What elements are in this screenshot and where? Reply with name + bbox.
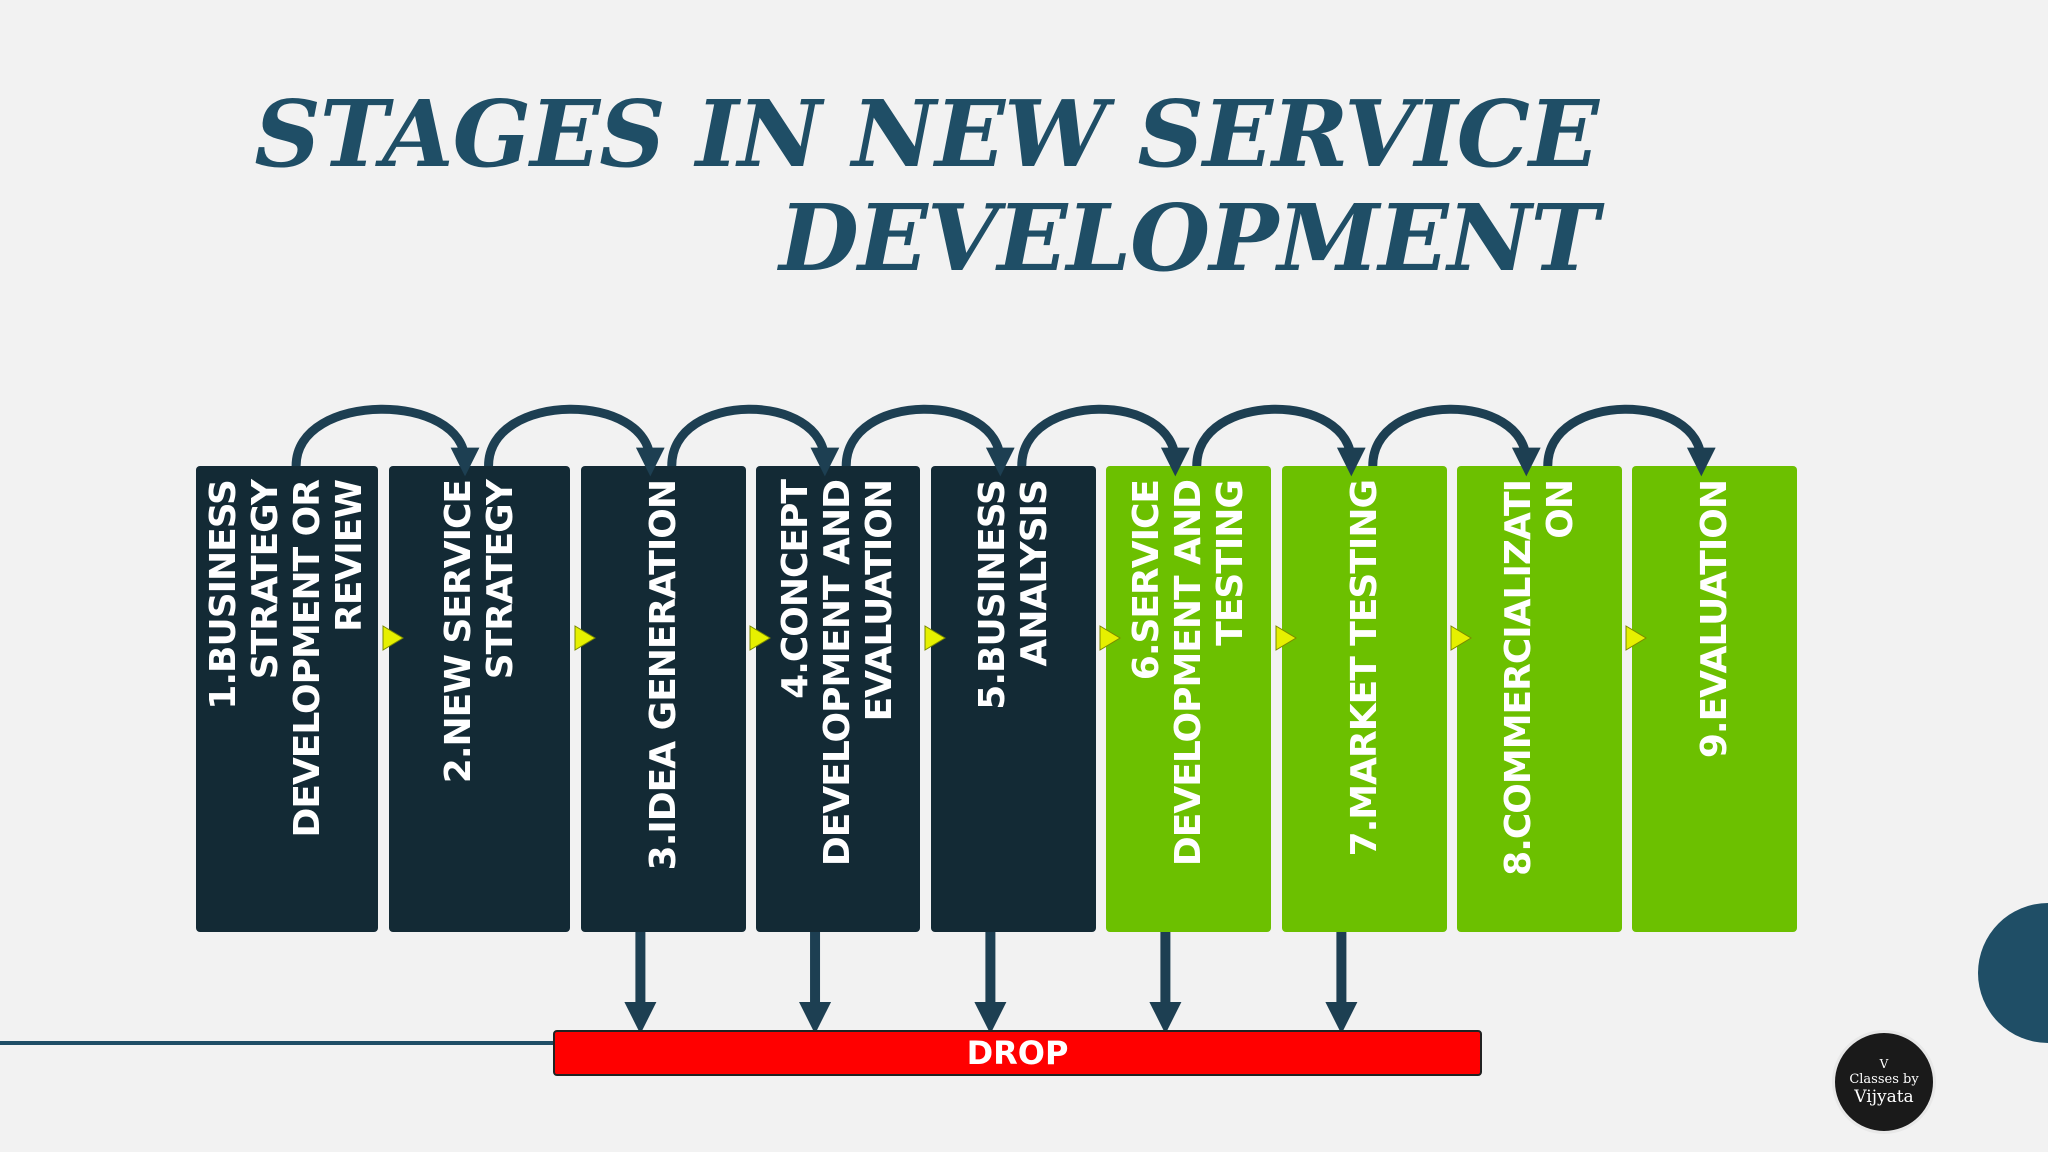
stage-label-line: 8.COMMERCIALIZATI bbox=[1497, 480, 1539, 876]
stage-label-line: 5.BUSINESS bbox=[971, 480, 1013, 710]
brand-logo: V Classes by Vijyata bbox=[1832, 1030, 1936, 1134]
flow-arrow-3-to-4 bbox=[667, 404, 840, 477]
stage-label-line: EVALUATION bbox=[859, 480, 900, 722]
flow-arrow-6-to-7 bbox=[1192, 404, 1366, 477]
stage-label-line: STRATEGY bbox=[479, 480, 521, 680]
logo-initial: V bbox=[1879, 1056, 1889, 1071]
drop-label: DROP bbox=[966, 1034, 1069, 1072]
flow-arrow-7-to-8 bbox=[1368, 404, 1541, 477]
stage-box-9: 9.EVALUATION bbox=[1632, 466, 1797, 932]
stage-label-line: ANALYSIS bbox=[1013, 480, 1055, 667]
drop-bar: DROP bbox=[553, 1030, 1482, 1076]
stage-label-line: 1.BUSINESS bbox=[203, 480, 244, 710]
stage-label-line: ON bbox=[1539, 480, 1581, 539]
stage-box-3: 3.IDEA GENERATION bbox=[581, 466, 746, 932]
stage-label-line: DEVELOPMENT AND bbox=[1167, 480, 1209, 867]
logo-line-1: Classes by bbox=[1849, 1071, 1919, 1087]
slide-title-line-2: DEVELOPMENT bbox=[779, 184, 1599, 292]
flow-arrow-2-to-3 bbox=[484, 404, 665, 477]
stage-label-line: 7.MARKET TESTING bbox=[1343, 480, 1385, 857]
flow-arrow-4-to-5 bbox=[841, 404, 1015, 477]
flow-arrow-1-to-2 bbox=[291, 404, 480, 477]
stage-label-line: DEVELOPMENT OR bbox=[287, 480, 328, 838]
stage-label-line: STRATEGY bbox=[245, 480, 286, 680]
stage-label-line: DEVELOPMENT AND bbox=[817, 480, 858, 867]
stage-label-line: 6.SERVICE bbox=[1125, 480, 1167, 681]
stage-label-9: 9.EVALUATION bbox=[1632, 480, 1797, 920]
baseline-rule bbox=[0, 1041, 555, 1045]
stage-label-line: 3.IDEA GENERATION bbox=[642, 480, 684, 871]
decorative-circle bbox=[1978, 903, 2048, 1043]
flow-arrow-5-to-6 bbox=[1017, 404, 1190, 477]
stage-label-line: 9.EVALUATION bbox=[1693, 480, 1735, 759]
stage-label-7: 7.MARKET TESTING bbox=[1282, 480, 1447, 920]
flow-arrow-8-to-9 bbox=[1543, 404, 1716, 477]
stage-label-line: 2.NEW SERVICE bbox=[437, 480, 479, 784]
stage-label-line: TESTING bbox=[1209, 480, 1251, 646]
stage-box-7: 7.MARKET TESTING bbox=[1282, 466, 1447, 932]
stage-label-line: 4.CONCEPT bbox=[775, 480, 816, 699]
stage-label-line: REVIEW bbox=[329, 480, 370, 632]
logo-line-2: Vijyata bbox=[1854, 1086, 1914, 1107]
stage-label-3: 3.IDEA GENERATION bbox=[581, 480, 746, 920]
slide-title-line-1: STAGES IN NEW SERVICE bbox=[254, 80, 1599, 188]
